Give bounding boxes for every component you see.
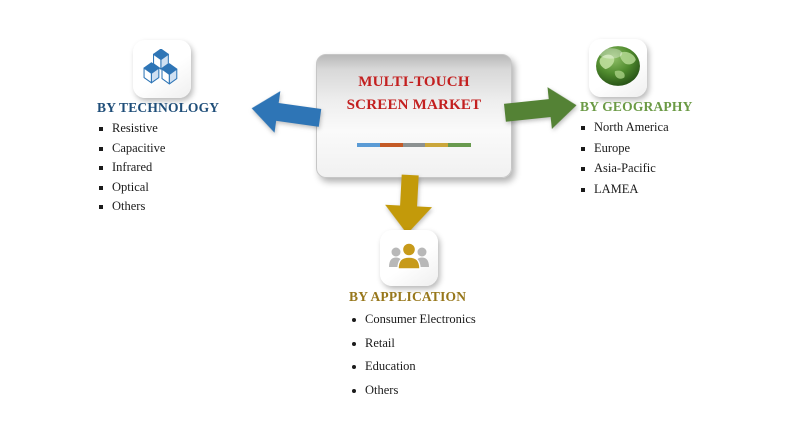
cubes-icon: [143, 48, 181, 90]
bullet: [99, 185, 103, 190]
application-icon-card: [380, 230, 438, 286]
technology-heading: BY TECHNOLOGY: [97, 100, 220, 115]
color-bar-segment: [448, 143, 471, 147]
market-title-card: MULTI-TOUCH SCREEN MARKET: [316, 54, 512, 178]
list-item: Resistive: [99, 121, 165, 136]
bullet: [99, 205, 103, 209]
list-item: Asia-Pacific: [581, 161, 669, 176]
list-item-label: Optical: [112, 179, 149, 194]
list-item: Consumer Electronics: [352, 312, 476, 327]
list-item: Others: [352, 383, 476, 398]
bullet: [352, 341, 356, 346]
list-item-label: Education: [365, 359, 416, 373]
geography-icon-card: [589, 39, 647, 97]
list-item: Optical: [99, 180, 165, 195]
list-item: Others: [99, 199, 165, 214]
list-item: Europe: [581, 141, 669, 156]
list-item-label: Resistive: [112, 121, 158, 135]
application-heading: BY APPLICATION: [349, 289, 467, 304]
color-bar: [357, 143, 471, 147]
bullet: [581, 167, 585, 171]
bullet: [581, 126, 585, 130]
list-item: North America: [581, 120, 669, 135]
list-item: Education: [352, 359, 476, 374]
list-item: Retail: [352, 336, 476, 351]
bullet: [99, 166, 103, 170]
bullet: [352, 365, 356, 369]
bullet: [99, 146, 103, 151]
geography-heading: BY GEOGRAPHY: [580, 99, 693, 114]
color-bar-segment: [425, 143, 449, 147]
down-arrow-icon: [382, 173, 435, 243]
left-arrow-icon: [247, 84, 324, 146]
list-item-label: Others: [112, 199, 146, 213]
list-item-label: Asia-Pacific: [594, 161, 656, 175]
list-item-label: Europe: [594, 140, 631, 155]
list-item-label: Capacitive: [112, 140, 166, 155]
bullet: [581, 187, 585, 192]
color-bar-segment: [379, 143, 403, 147]
list-item-label: LAMEA: [594, 181, 639, 196]
bullet: [352, 318, 356, 322]
bullet: [581, 146, 585, 151]
list-item: Infrared: [99, 160, 165, 175]
geography-list: North America Europe Asia-Pacific LAMEA: [581, 120, 669, 202]
application-list: Consumer Electronics Retail Education Ot…: [352, 312, 476, 406]
list-item-label: Others: [365, 382, 399, 397]
bullet: [99, 127, 103, 131]
globe-icon: [595, 45, 641, 92]
people-icon: [387, 240, 431, 277]
list-item: LAMEA: [581, 182, 669, 197]
list-item-label: North America: [594, 120, 669, 134]
list-item-label: Infrared: [112, 160, 153, 174]
right-arrow-icon: [501, 81, 580, 141]
color-bar-segment: [357, 143, 380, 147]
color-bar-segment: [402, 143, 426, 147]
bullet: [352, 388, 356, 393]
list-item-label: Retail: [365, 335, 395, 350]
technology-icon-card: [133, 40, 191, 98]
list-item-label: Consumer Electronics: [365, 312, 476, 326]
technology-list: Resistive Capacitive Infrared Optical Ot…: [99, 121, 165, 219]
list-item: Capacitive: [99, 141, 165, 156]
page-title: MULTI-TOUCH SCREEN MARKET: [346, 74, 482, 114]
